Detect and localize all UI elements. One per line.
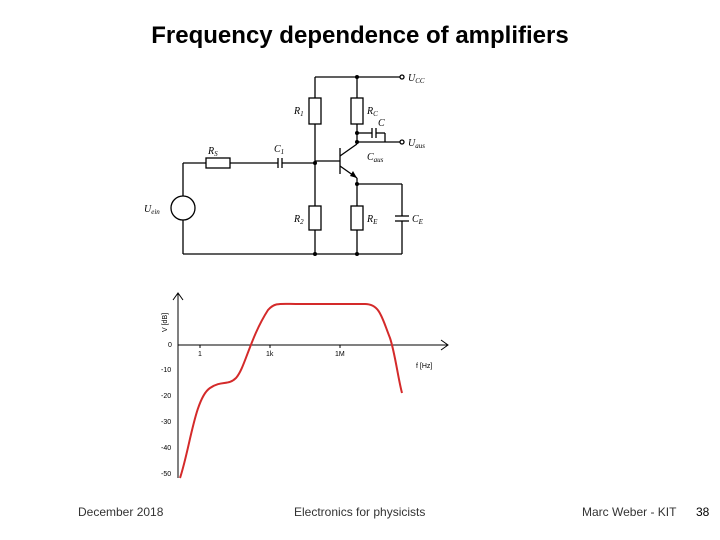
- slide-title: Frequency dependence of amplifiers: [151, 22, 569, 49]
- c-label: C: [378, 118, 385, 129]
- input-source: [170, 195, 196, 221]
- re-resistor: [350, 205, 364, 231]
- y-axis-arrow: [172, 292, 184, 301]
- y-tick-0: 0: [168, 342, 172, 349]
- caus-label: Caus: [367, 152, 384, 164]
- r1-label: R1: [293, 106, 304, 118]
- r2-resistor: [308, 205, 322, 231]
- r2-label: R2: [293, 214, 304, 226]
- x-tick-1M: 1M: [335, 351, 345, 358]
- ce-label: CE: [412, 214, 424, 226]
- r1-resistor: [308, 97, 322, 125]
- x-axis-arrow: [440, 339, 449, 351]
- re-label: RE: [366, 214, 378, 226]
- footer-course: Electronics for physicists: [294, 505, 426, 519]
- y-axis-label: V [dB]: [162, 313, 169, 332]
- uaus-label: Uaus: [408, 138, 425, 150]
- rc-resistor: [350, 97, 364, 125]
- rc-label: RC: [366, 106, 378, 118]
- gain-curve: [179, 302, 403, 479]
- c1-label: C1: [274, 144, 284, 156]
- y-tick-50: -50: [161, 471, 171, 478]
- rs-label: RS: [207, 146, 218, 158]
- uein-label: Uein: [144, 204, 160, 216]
- page-number: 38: [696, 505, 710, 519]
- y-tick-10: -10: [161, 367, 171, 374]
- footer-date: December 2018: [78, 505, 164, 519]
- x-axis-label: f [Hz]: [416, 363, 432, 370]
- x-tick-1: 1: [198, 351, 202, 358]
- ucc-label: UCC: [408, 73, 425, 85]
- footer-author: Marc Weber - KIT: [582, 505, 677, 519]
- y-tick-30: -30: [161, 419, 171, 426]
- rs-resistor: [205, 157, 231, 169]
- y-tick-40: -40: [161, 445, 171, 452]
- amplifier-circuit-diagram: UCC R1 RC C Uaus RS C1 Caus Uein R2 RE C…: [144, 73, 425, 256]
- x-tick-1k: 1k: [266, 351, 274, 358]
- frequency-response-plot: V [dB] f [Hz] 1 1k 1M 0 -10 -20 -30 -40 …: [161, 292, 449, 479]
- y-tick-20: -20: [161, 393, 171, 400]
